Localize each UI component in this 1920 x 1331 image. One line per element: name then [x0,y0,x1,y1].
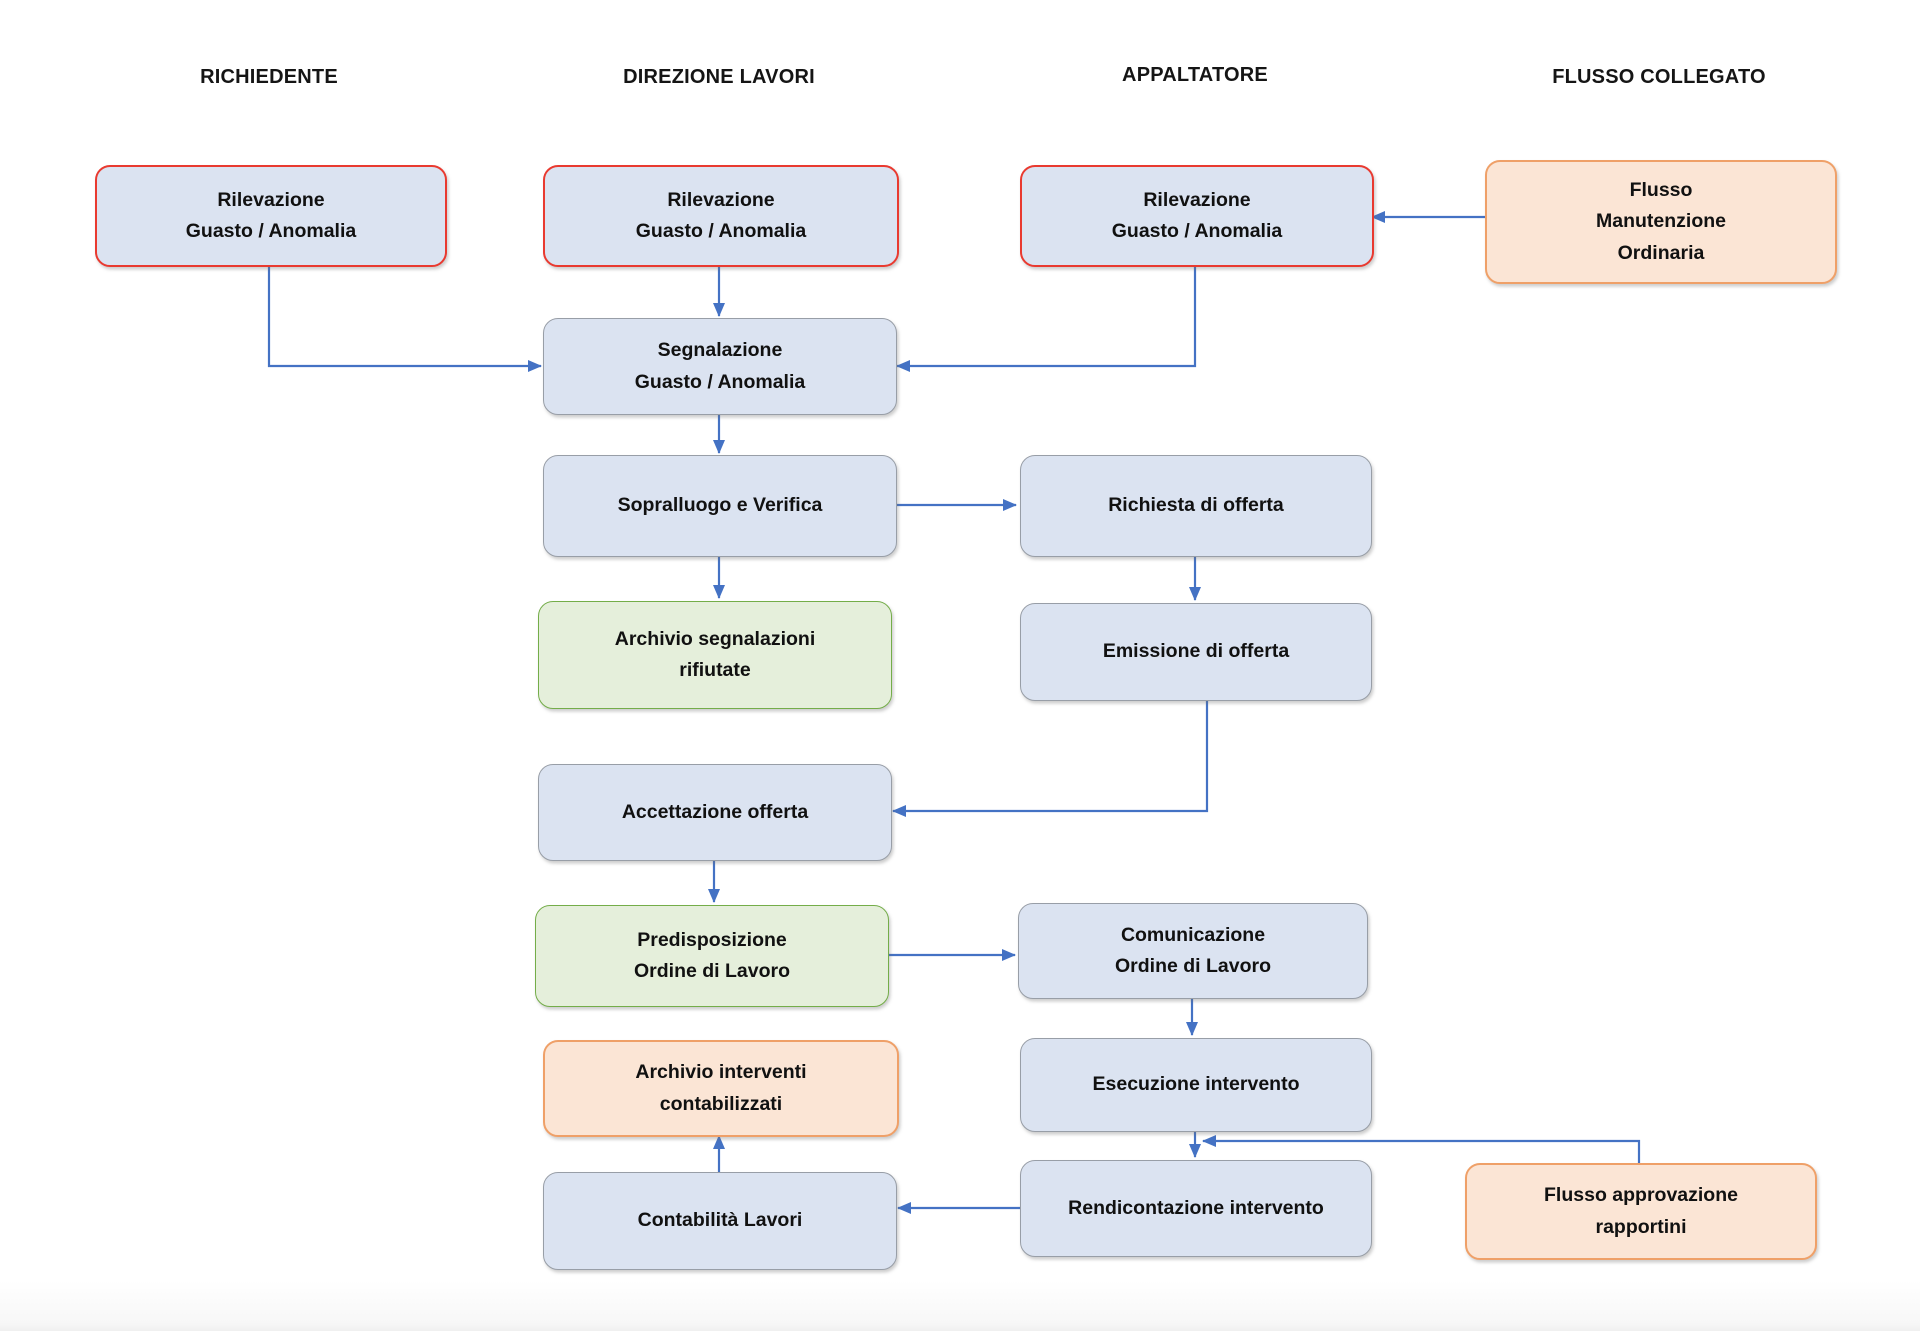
node-emissione-offerta: Emissione di offerta [1020,603,1372,701]
node-archivio-segnalazioni-rifiutate: Archivio segnalazioni rifiutate [538,601,892,709]
node-predisposizione-ordine-lavoro: Predisposizione Ordine di Lavoro [535,905,889,1007]
node-label: Sopralluogo e Verifica [617,494,823,517]
node-label: Comunicazione Ordine di Lavoro [1114,923,1272,977]
connector-emissione-to-accettazione [892,699,1209,817]
node-comunicazione-ordine-lavoro: Comunicazione Ordine di Lavoro [1018,903,1368,999]
node-sopralluogo-verifica: Sopralluogo e Verifica [543,455,897,557]
node-contabilita-lavori: Contabilità Lavori [543,1172,897,1270]
node-label: Emissione di offerta [1102,640,1290,663]
node-label: Rilevazione Guasto / Anomalia [1111,188,1283,242]
node-flusso-manutenzione-ordinaria: Flusso Manutenzione Ordinaria [1485,160,1837,284]
node-rilevazione-richiedente: Rilevazione Guasto / Anomalia [95,165,447,267]
lane-header-direzione-lavori: DIREZIONE LAVORI [623,66,815,88]
node-accettazione-offerta: Accettazione offerta [538,764,892,861]
node-segnalazione-guasto: Segnalazione Guasto / Anomalia [543,318,897,415]
connector-richiedente-rilevazione-to-segnalazione [267,263,542,372]
node-label: Flusso Manutenzione Ordinaria [1596,179,1726,264]
lane-header-flusso-collegato: FLUSSO COLLEGATO [1552,66,1766,88]
node-label: Rilevazione Guasto / Anomalia [635,188,807,242]
node-label: Esecuzione intervento [1092,1073,1300,1096]
node-rilevazione-appaltatore: Rilevazione Guasto / Anomalia [1020,165,1374,267]
node-label: Rendicontazione intervento [1068,1196,1324,1219]
lane-header-appaltatore: APPALTATORE [1122,64,1268,86]
node-label: Contabilità Lavori [637,1209,803,1232]
lane-header-richiedente: RICHIEDENTE [200,66,338,88]
node-richiesta-offerta: Richiesta di offerta [1020,455,1372,557]
connector-flusso-approvazione-to-rendicontazione [1202,1135,1641,1163]
node-archivio-interventi-contabilizzati: Archivio interventi contabilizzati [543,1040,899,1137]
node-label: Flusso approvazione rapportini [1544,1184,1738,1238]
node-label: Rilevazione Guasto / Anomalia [185,188,357,242]
node-rilevazione-direzione: Rilevazione Guasto / Anomalia [543,165,899,267]
node-label: Archivio segnalazioni rifiutate [614,627,816,681]
connector-appaltatore-rilevazione-to-segnalazione [896,263,1197,372]
node-rendicontazione-intervento: Rendicontazione intervento [1020,1160,1372,1257]
node-label: Segnalazione Guasto / Anomalia [634,339,806,393]
node-esecuzione-intervento: Esecuzione intervento [1020,1038,1372,1132]
node-label: Predisposizione Ordine di Lavoro [633,928,791,982]
node-label: Archivio interventi contabilizzati [635,1061,807,1115]
node-label: Richiesta di offerta [1108,494,1284,517]
node-flusso-approvazione-rapportini: Flusso approvazione rapportini [1465,1163,1817,1260]
node-label: Accettazione offerta [621,800,809,823]
